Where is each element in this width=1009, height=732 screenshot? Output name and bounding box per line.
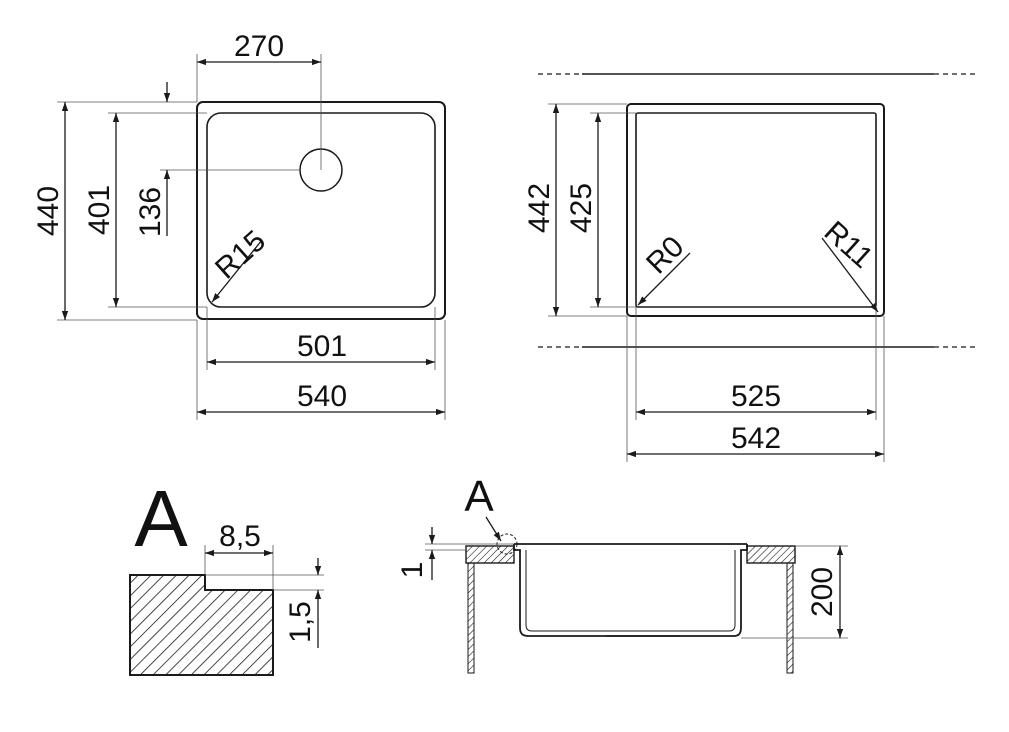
top-right-view: 442 425 R0 R11 525 542 — [523, 73, 978, 462]
radius-label-right-right: R11 — [818, 215, 879, 275]
detail-marker-leader — [485, 516, 502, 542]
dim-label-step-width: 8,5 — [219, 520, 261, 553]
countertop-right — [746, 545, 796, 564]
dim-label-width-inner-left: 501 — [297, 330, 347, 363]
sink-bowl-outline-right — [635, 112, 877, 308]
section-detail-marker: A — [464, 472, 494, 521]
top-left-view: 270 440 401 136 R15 501 540 — [32, 30, 446, 420]
dim-label-height-inner-right: 425 — [565, 183, 598, 233]
dim-label-rim-thickness: 1 — [396, 562, 429, 579]
dim-label-width-outer-left: 540 — [297, 380, 347, 413]
radius-leader-right-right — [821, 237, 879, 313]
dim-label-step-height: 1,5 — [284, 601, 317, 643]
dim-label-height-outer-left: 440 — [32, 186, 65, 236]
radius-label-left: R15 — [209, 224, 272, 285]
cabinet-wall-left — [467, 562, 475, 674]
dim-label-hole-offset: 270 — [234, 30, 284, 63]
section-view: A 1 200 — [396, 472, 848, 674]
sink-outer-outline-right — [626, 103, 885, 317]
sink-bowl-section — [513, 543, 748, 637]
radius-label-right-left: R0 — [640, 230, 690, 280]
detail-a-hatched-section — [129, 574, 274, 676]
dim-label-width-outer-right: 542 — [731, 422, 781, 455]
detail-a-title: A — [134, 474, 188, 563]
radius-leader-right-left — [637, 252, 691, 306]
dim-label-height-outer-right: 442 — [523, 183, 556, 233]
radius-leader-left — [211, 239, 263, 303]
dim-label-hole-from-top: 136 — [134, 187, 167, 237]
countertop-left — [465, 545, 515, 564]
detail-a-view: A 8,5 1,5 — [129, 474, 324, 676]
cabinet-wall-right — [786, 562, 794, 674]
dim-label-width-inner-right: 525 — [731, 380, 781, 413]
dim-label-depth: 200 — [806, 567, 839, 617]
dim-label-height-inner-left: 401 — [83, 185, 116, 235]
